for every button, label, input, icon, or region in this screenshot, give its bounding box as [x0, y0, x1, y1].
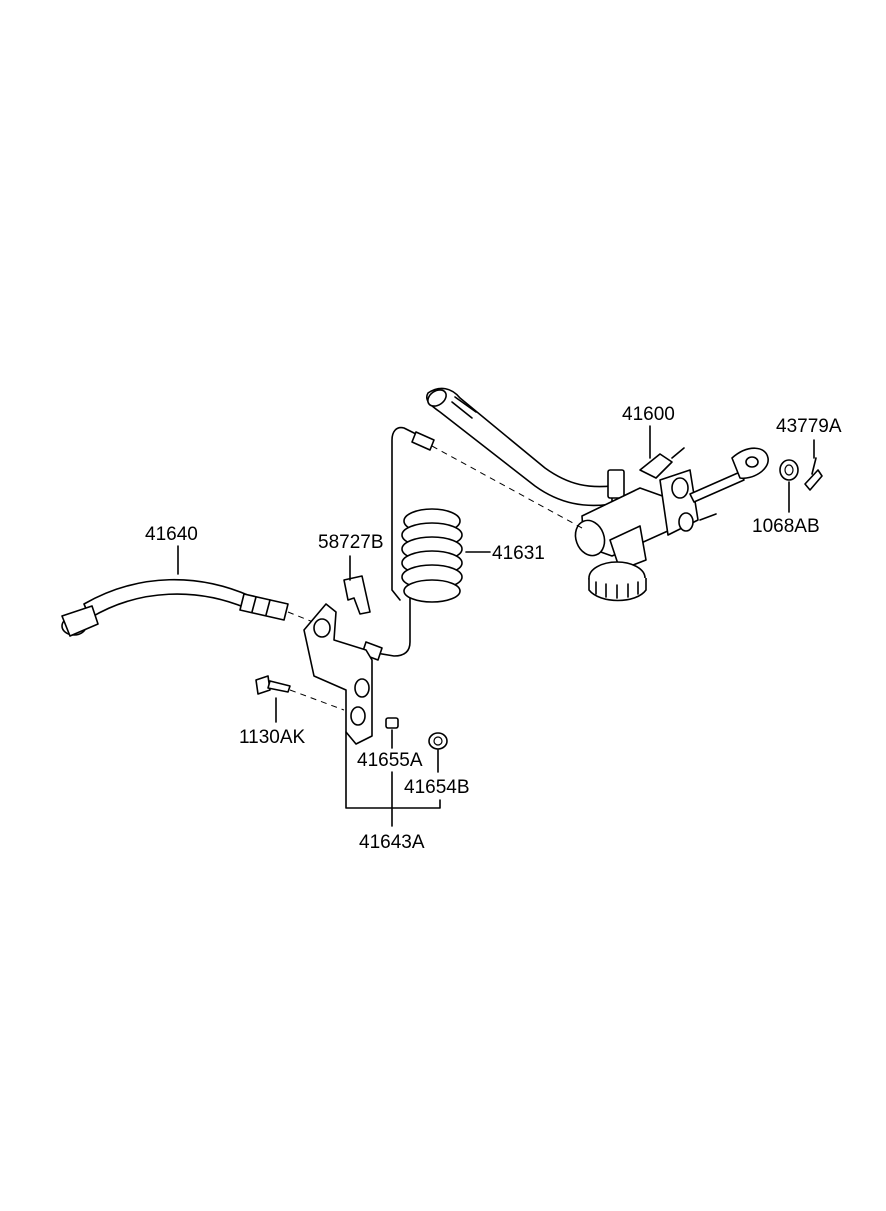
- nut-41654B[interactable]: [428, 732, 448, 750]
- label-58727B: 58727B: [318, 532, 384, 553]
- label-41640: 41640: [145, 524, 198, 545]
- bracket-41643A[interactable]: [303, 603, 373, 745]
- bolt-1130AK[interactable]: [255, 675, 291, 695]
- pin-43779A[interactable]: [804, 457, 823, 491]
- label-41631: 41631: [492, 543, 545, 564]
- label-41654B: 41654B: [404, 777, 470, 798]
- clutch-pipe-41631[interactable]: [361, 426, 463, 661]
- master-cylinder-41600[interactable]: [425, 387, 769, 602]
- label-43779A: 43779A: [776, 416, 842, 437]
- bushing-41655A[interactable]: [385, 717, 399, 729]
- leader-dash-bolt: [289, 689, 345, 711]
- label-1130AK: 1130AK: [239, 727, 306, 748]
- leader-lines: [177, 425, 815, 827]
- label-41655A: 41655A: [357, 750, 423, 771]
- label-41600: 41600: [622, 404, 675, 425]
- clutch-hose-41640[interactable]: [61, 578, 289, 637]
- washer-1068AB[interactable]: [779, 459, 799, 481]
- label-1068AB: 1068AB: [752, 516, 820, 537]
- clip-58727B[interactable]: [343, 575, 371, 615]
- label-41643A: 41643A: [359, 832, 425, 853]
